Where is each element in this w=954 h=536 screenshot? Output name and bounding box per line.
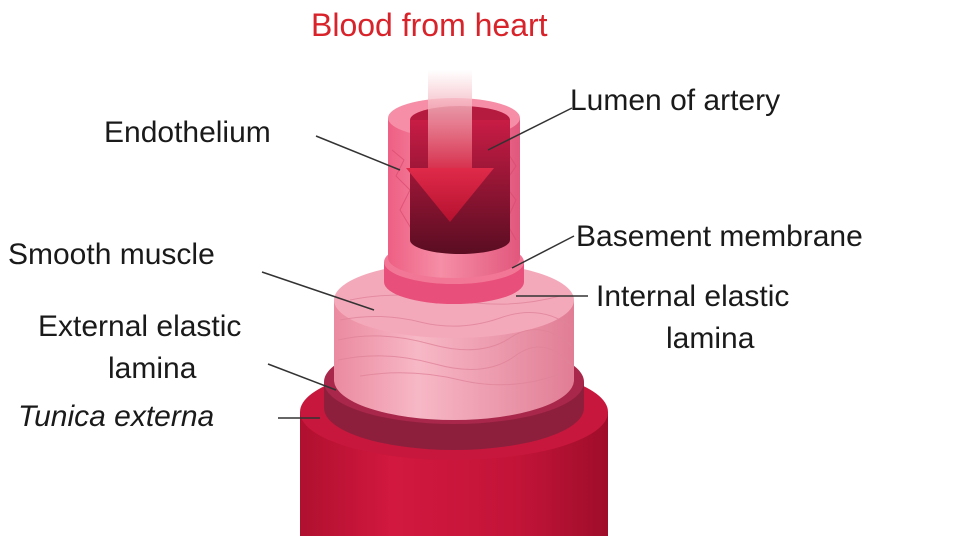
label-external-elastic-line2: lamina [108, 352, 196, 386]
label-external-elastic-line1: External elastic [38, 310, 241, 344]
label-smooth-muscle: Smooth muscle [8, 238, 215, 272]
label-basement-membrane: Basement membrane [576, 220, 863, 254]
label-tunica-externa: Tunica externa [18, 400, 214, 434]
label-lumen-of-artery: Lumen of artery [570, 84, 780, 118]
diagram-title: Blood from heart [311, 8, 548, 42]
label-internal-elastic-line1: Internal elastic [596, 280, 789, 314]
leader-line-endothelium [316, 136, 400, 170]
leader-line-basement [512, 236, 574, 268]
label-endothelium: Endothelium [104, 116, 271, 150]
label-internal-elastic-line2: lamina [666, 322, 754, 356]
